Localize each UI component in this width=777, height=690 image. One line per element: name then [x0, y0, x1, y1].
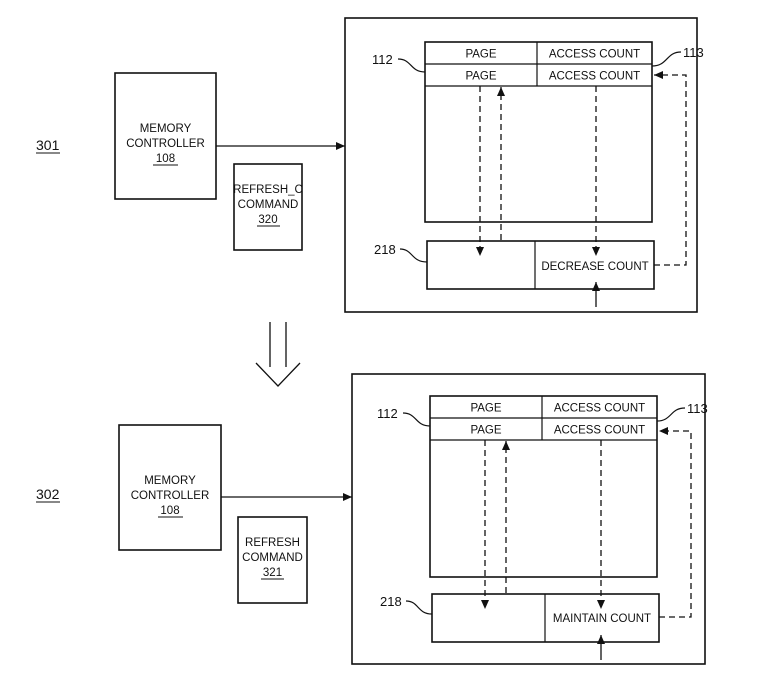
memory-controller-ref: 108 — [156, 153, 175, 165]
step-label: 301 — [36, 137, 60, 153]
memory-controller-label-1: MEMORY — [144, 475, 196, 487]
step-label: 302 — [36, 486, 60, 502]
memory-controller-label-2: CONTROLLER — [131, 490, 210, 502]
memory-controller-label-1: MEMORY — [140, 123, 192, 135]
table-ref: 112 — [377, 406, 398, 421]
count-ref: 113 — [687, 401, 708, 416]
table-row-2-page: PAGE — [470, 425, 501, 437]
refresh-command-box — [237, 516, 308, 604]
page-table — [424, 41, 653, 223]
buffer-leader — [399, 248, 428, 263]
panel-301: 301 MEMORY CONTROLLER 108 REFRESH_C COMM… — [36, 17, 704, 313]
memory-controller-label-2: CONTROLLER — [126, 138, 205, 150]
buffer-ref: 218 — [374, 242, 396, 257]
memory-controller-ref: 108 — [160, 505, 179, 517]
table-leader — [397, 58, 426, 73]
count-ref: 113 — [683, 45, 704, 60]
page-table — [429, 395, 658, 578]
refresh-command-ref: 321 — [263, 567, 282, 579]
refresh-command-label-2: COMMAND — [238, 199, 299, 211]
memory-controller-box — [114, 72, 217, 200]
table-row-1-page: PAGE — [470, 403, 501, 415]
table-row-1-count: ACCESS COUNT — [554, 403, 645, 415]
table-row-1-count: ACCESS COUNT — [549, 49, 640, 61]
refresh-command-label-1: REFRESH_C — [233, 184, 303, 196]
memory-controller-box — [118, 424, 222, 551]
table-row-2-count: ACCESS COUNT — [549, 71, 640, 83]
table-leader — [402, 412, 431, 427]
refresh-command-label-2: COMMAND — [242, 552, 303, 564]
count-writeback-arrow — [659, 427, 692, 618]
buffer-leader — [405, 600, 433, 615]
transition-arrow — [255, 322, 301, 387]
table-row-2-page: PAGE — [465, 71, 496, 83]
count-leader — [651, 51, 682, 67]
table-ref: 112 — [372, 52, 393, 67]
table-row-2-count: ACCESS COUNT — [554, 425, 645, 437]
buffer-ref: 218 — [380, 594, 402, 609]
buffer-action-label: MAINTAIN COUNT — [553, 613, 651, 625]
refresh-command-ref: 320 — [258, 214, 277, 226]
refresh-buffer — [426, 240, 655, 290]
refresh-command-label-1: REFRESH — [245, 537, 300, 549]
refresh-command-box — [233, 163, 303, 251]
count-leader — [656, 407, 686, 422]
panel-302: 302 MEMORY CONTROLLER 108 REFRESH COMMAN… — [36, 373, 708, 665]
count-writeback-arrow — [654, 71, 687, 266]
buffer-action-label: DECREASE COUNT — [541, 261, 648, 273]
table-row-1-page: PAGE — [465, 49, 496, 61]
